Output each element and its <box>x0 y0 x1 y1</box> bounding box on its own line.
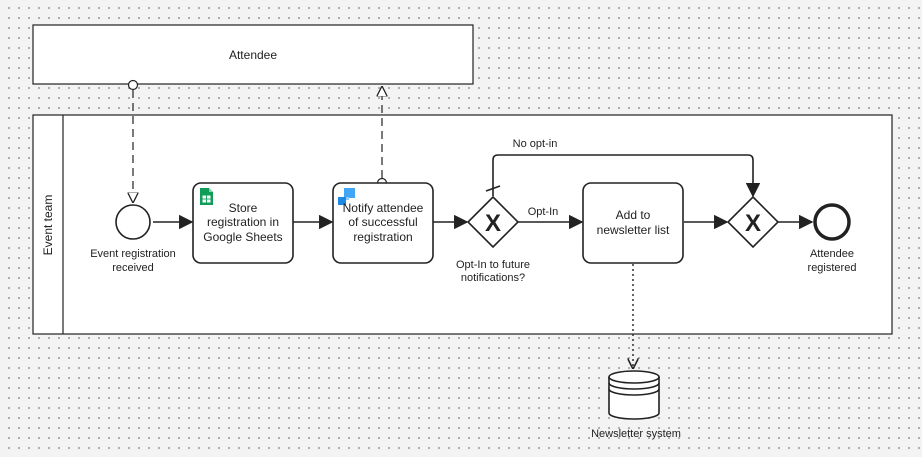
task-store-line-1: Store <box>229 201 258 215</box>
flow-no-optin[interactable]: No opt-in <box>485 138 761 198</box>
task-add-to-newsletter[interactable]: Add to newsletter list <box>582 182 684 264</box>
task-notify-line-3: registration <box>353 230 412 244</box>
message-flow-attendee-to-start[interactable] <box>129 79 138 203</box>
flow-optin-label: Opt-In <box>528 206 559 218</box>
start-event[interactable]: Event registration received <box>90 204 176 274</box>
data-store-newsletter-system[interactable]: Newsletter system <box>591 370 681 440</box>
flow-optin[interactable]: Opt-In <box>518 206 584 230</box>
pool-attendee-label: Attendee <box>229 48 277 62</box>
gateway-optin[interactable]: X Opt-In to future notifications? <box>456 195 530 284</box>
task-add-line-2: newsletter list <box>597 223 670 237</box>
gateway-merge[interactable]: X <box>726 195 780 249</box>
end-event-label-line-1: Attendee <box>810 248 854 260</box>
task-store-line-3: Google Sheets <box>203 230 282 244</box>
start-event-label-line-1: Event registration <box>90 248 176 260</box>
task-store-line-2: registration in <box>207 215 279 229</box>
end-event-label-line-2: registered <box>808 262 857 274</box>
google-sheets-icon <box>200 188 213 205</box>
pool-event-team-label: Event team <box>41 195 55 256</box>
gateway-optin-label-line-2: notifications? <box>461 272 525 284</box>
task-add-line-1: Add to <box>616 208 651 222</box>
task-notify-line-1: Notify attendee <box>343 201 424 215</box>
end-event[interactable]: Attendee registered <box>808 203 857 274</box>
gateway-optin-label-line-1: Opt-In to future <box>456 259 530 271</box>
task-store-registration[interactable]: Store registration in Google Sheets <box>192 182 294 264</box>
pool-attendee[interactable]: Attendee <box>32 24 474 85</box>
gateway-optin-marker: X <box>485 210 501 237</box>
gateway-merge-marker: X <box>745 210 761 237</box>
data-store-label: Newsletter system <box>591 428 681 440</box>
flow-no-optin-label: No opt-in <box>513 138 558 150</box>
task-notify-line-2: of successful <box>348 215 417 229</box>
start-event-label-line-2: received <box>112 262 154 274</box>
default-flow-marker <box>485 185 501 192</box>
notification-service-icon <box>338 188 355 205</box>
task-notify-attendee[interactable]: Notify attendee of successful registrati… <box>332 182 434 264</box>
